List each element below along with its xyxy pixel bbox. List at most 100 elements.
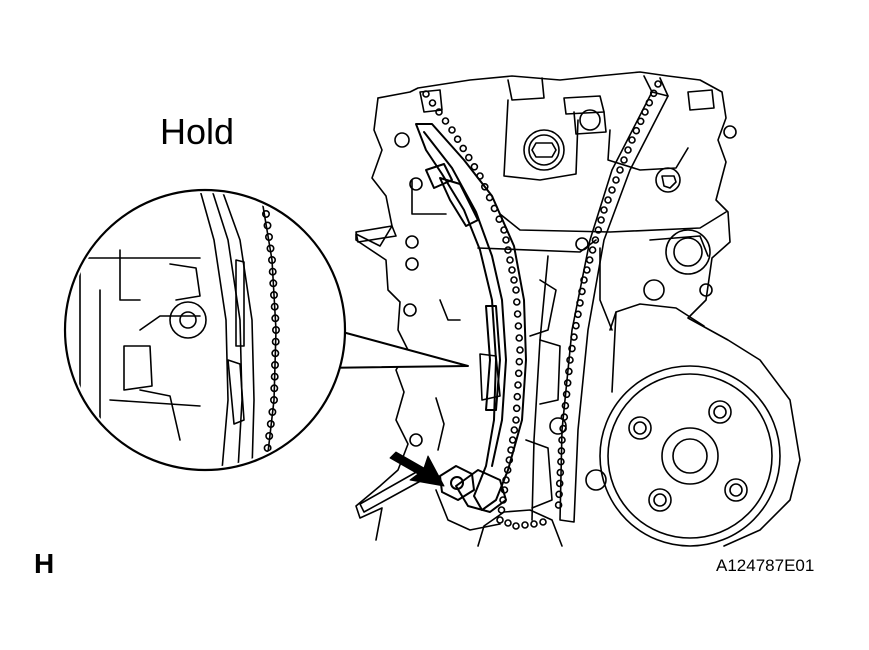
chain-link bbox=[513, 523, 519, 529]
chain-tensioner-slipper bbox=[416, 124, 526, 512]
chain-link bbox=[505, 520, 511, 526]
timing-chain-exhaust-side bbox=[556, 81, 661, 508]
chain-link bbox=[270, 269, 276, 275]
chain-link bbox=[515, 323, 521, 329]
chain-link bbox=[558, 459, 564, 465]
chain-link bbox=[540, 519, 546, 525]
timing-chain-bottom bbox=[497, 517, 546, 529]
chain-link bbox=[564, 391, 570, 397]
water-pump-pulley bbox=[600, 304, 780, 546]
chain-link bbox=[557, 470, 563, 476]
chain-link bbox=[264, 445, 270, 451]
chain-link bbox=[558, 448, 564, 454]
chain-link bbox=[629, 137, 635, 143]
chain-link bbox=[584, 267, 590, 273]
chain-link bbox=[443, 118, 449, 124]
chain-link bbox=[505, 247, 511, 253]
chain-link bbox=[587, 257, 593, 263]
chain-link bbox=[471, 164, 477, 170]
arrow-pointer-icon bbox=[390, 452, 444, 486]
chain-link bbox=[646, 100, 652, 106]
chain-link bbox=[559, 437, 565, 443]
timing-chain-intake-side bbox=[423, 91, 523, 513]
chain-link bbox=[272, 304, 278, 310]
crankshaft-sprocket bbox=[478, 510, 562, 546]
chain-link bbox=[638, 118, 644, 124]
chain-link bbox=[516, 370, 522, 376]
chain-link bbox=[633, 128, 639, 134]
chain-link bbox=[273, 339, 279, 345]
chain-link bbox=[522, 522, 528, 528]
chain-link bbox=[269, 409, 275, 415]
chain-link bbox=[271, 397, 277, 403]
detail-magnifier-icon bbox=[65, 190, 345, 470]
chain-link bbox=[595, 227, 601, 233]
chain-link bbox=[497, 517, 503, 523]
engine-block-left-edge bbox=[356, 98, 408, 540]
timing-chain-detail bbox=[263, 211, 279, 451]
chain-link bbox=[267, 245, 273, 251]
callout-pointer bbox=[318, 330, 468, 368]
chain-link bbox=[581, 277, 587, 283]
chain-link bbox=[577, 300, 583, 306]
chain-link bbox=[601, 207, 607, 213]
chain-link bbox=[625, 147, 631, 153]
chain-link bbox=[270, 280, 276, 286]
chain-link bbox=[273, 327, 279, 333]
chain-link bbox=[430, 100, 436, 106]
chain-link bbox=[271, 385, 277, 391]
chain-link bbox=[515, 311, 521, 317]
engine-block-outline bbox=[378, 72, 800, 546]
chain-link bbox=[272, 362, 278, 368]
chain-link bbox=[573, 323, 579, 329]
chain-link bbox=[642, 109, 648, 115]
chain-link bbox=[569, 346, 575, 352]
chain-link bbox=[598, 217, 604, 223]
chain-link bbox=[513, 287, 519, 293]
chain-link bbox=[269, 257, 275, 263]
chain-link bbox=[561, 414, 567, 420]
hold-callout-label: Hold bbox=[160, 111, 235, 152]
chain-link bbox=[513, 417, 519, 423]
chain-link bbox=[514, 394, 520, 400]
chain-link bbox=[565, 380, 571, 386]
chain-link bbox=[455, 136, 461, 142]
chain-link bbox=[509, 267, 515, 273]
chain-link bbox=[515, 382, 521, 388]
chain-link bbox=[449, 127, 455, 133]
chain-link bbox=[423, 91, 429, 97]
chain-link bbox=[571, 334, 577, 340]
chain-link bbox=[507, 257, 513, 263]
chain-link bbox=[531, 521, 537, 527]
chain-link bbox=[514, 299, 520, 305]
chain-link bbox=[557, 480, 563, 486]
chain-link bbox=[266, 433, 272, 439]
chain-link bbox=[609, 187, 615, 193]
chain-link bbox=[605, 197, 611, 203]
chain-link bbox=[436, 109, 442, 115]
chain-link bbox=[271, 292, 277, 298]
chain-link bbox=[566, 368, 572, 374]
chain-link bbox=[482, 184, 488, 190]
chain-link bbox=[268, 421, 274, 427]
chain-link bbox=[579, 288, 585, 294]
chain-link bbox=[266, 234, 272, 240]
chain-link bbox=[651, 90, 657, 96]
chain-link bbox=[511, 277, 517, 283]
chain-link bbox=[514, 405, 520, 411]
chain-link bbox=[556, 491, 562, 497]
chain-link bbox=[263, 211, 269, 217]
chain-link bbox=[567, 357, 573, 363]
chain-link bbox=[562, 403, 568, 409]
bolt-icon bbox=[440, 466, 474, 500]
chain-link bbox=[655, 81, 661, 87]
chain-link bbox=[460, 145, 466, 151]
chain-link bbox=[560, 426, 566, 432]
chain-link bbox=[592, 237, 598, 243]
chain-link bbox=[516, 359, 522, 365]
chain-guide-exhaust bbox=[532, 76, 668, 522]
chain-link bbox=[511, 427, 517, 433]
chain-link bbox=[556, 502, 562, 508]
chain-link bbox=[517, 347, 523, 353]
